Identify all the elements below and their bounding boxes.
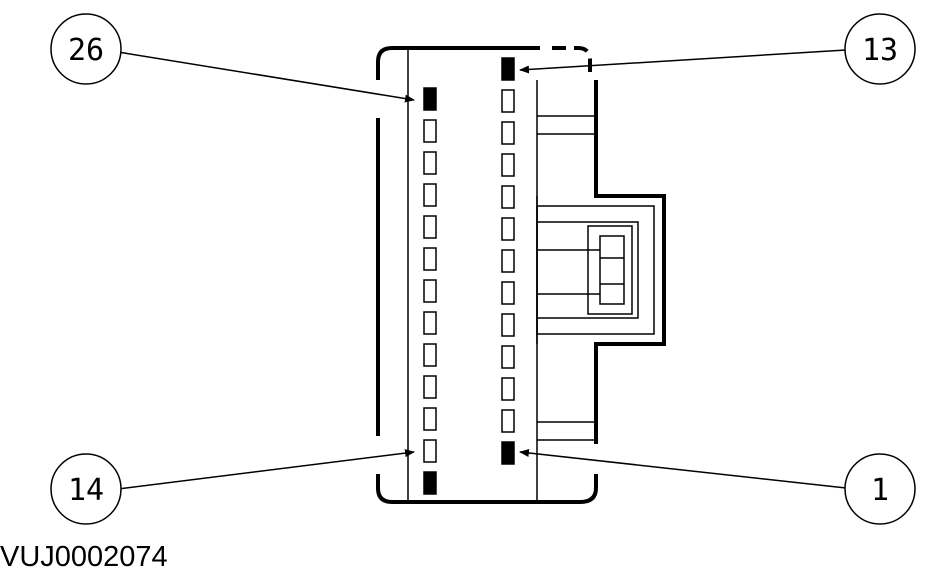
pin-cavity-21 — [423, 247, 437, 271]
pin-cavity-7 — [501, 249, 515, 273]
leader-line-26 — [117, 51, 415, 103]
pin-cavity-10 — [501, 153, 515, 177]
callout-26-label: 26 — [68, 33, 104, 68]
pin-cavity-13 — [501, 57, 515, 81]
pin-cavity-8 — [501, 217, 515, 241]
pin-cavity-9 — [501, 185, 515, 209]
figure-id: VUJ0002074 — [0, 541, 168, 573]
pin-cavity-20 — [423, 279, 437, 303]
callout-14: 14 — [50, 453, 122, 525]
pin-column-left — [423, 87, 437, 495]
pin-cavity-1 — [501, 441, 515, 465]
pin-cavity-14 — [423, 471, 437, 495]
callout-13-label: 13 — [862, 33, 898, 68]
pin-cavity-26 — [423, 87, 437, 111]
connector-housing — [376, 46, 666, 504]
callout-1-label: 1 — [871, 473, 889, 508]
pin-cavity-5 — [501, 313, 515, 337]
pin-column-right — [501, 57, 515, 465]
pin-cavity-23 — [423, 183, 437, 207]
callout-14-label: 14 — [68, 473, 104, 508]
pin-cavity-19 — [423, 311, 437, 335]
callout-26: 26 — [50, 13, 122, 85]
leader-line-13 — [519, 49, 847, 74]
pin-cavity-16 — [423, 407, 437, 431]
pin-cavity-11 — [501, 121, 515, 145]
pin-cavity-12 — [501, 89, 515, 113]
pin-cavity-22 — [423, 215, 437, 239]
pin-cavity-2 — [501, 409, 515, 433]
leader-line-14 — [117, 449, 415, 490]
pin-cavity-4 — [501, 345, 515, 369]
leader-line-1 — [519, 449, 847, 489]
pin-cavity-24 — [423, 151, 437, 175]
callout-leaders — [117, 49, 847, 490]
pin-cavity-3 — [501, 377, 515, 401]
callout-1: 1 — [844, 453, 916, 525]
pin-cavity-25 — [423, 119, 437, 143]
pin-cavity-18 — [423, 343, 437, 367]
callout-13: 13 — [844, 13, 916, 85]
pin-cavity-6 — [501, 281, 515, 305]
connector-latch — [536, 196, 655, 344]
pin-cavity-15 — [423, 439, 437, 463]
pin-cavity-17 — [423, 375, 437, 399]
